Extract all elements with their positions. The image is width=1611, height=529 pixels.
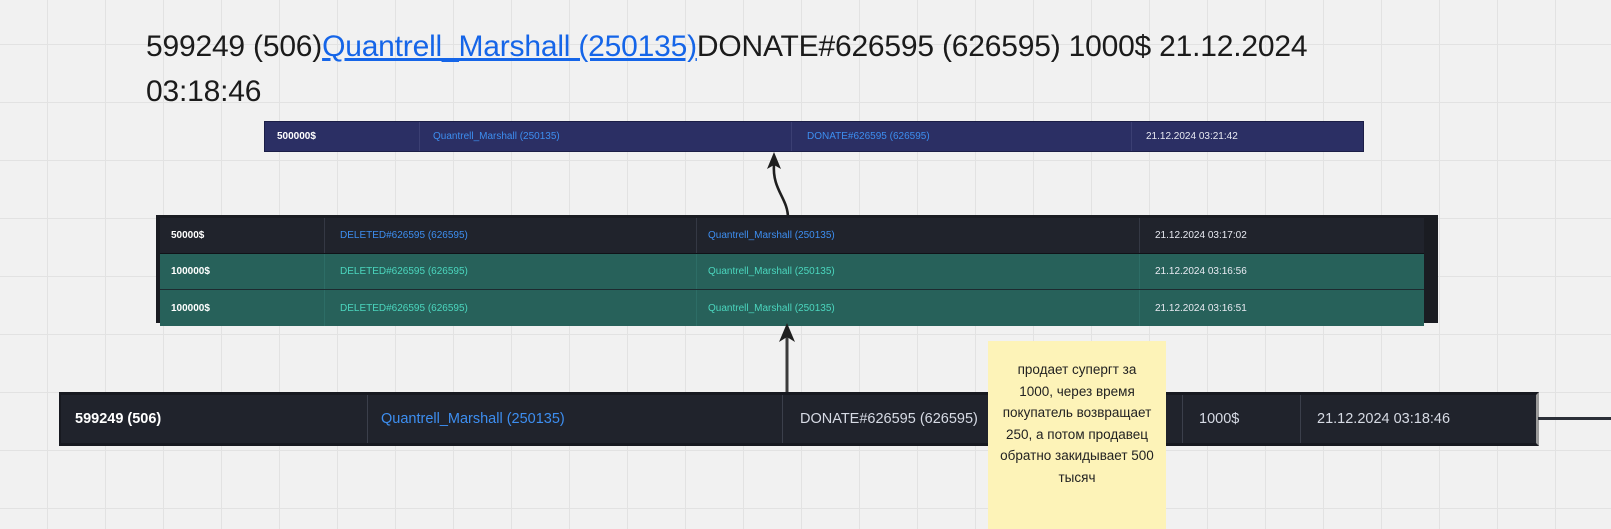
bottom-row-date: 21.12.2024 03:18:46 — [1317, 411, 1451, 427]
bottom-row-item[interactable]: DONATE#626595 (626595) — [783, 395, 1183, 443]
top-row-date: 21.12.2024 03:21:42 — [1146, 131, 1238, 142]
bottom-row-id: 599249 (506) — [61, 395, 368, 443]
page-title: 599249 (506)Quantrell_Marshall (250135)D… — [146, 24, 1406, 114]
mid-row-1-item[interactable]: DELETED#626595 (626595) — [325, 254, 697, 289]
title-part-2: DONATE#626595 (626595) 1000$ 21.12.2024 … — [146, 30, 1308, 108]
straight-arrow-up-icon — [779, 323, 795, 394]
mid-row-0-item[interactable]: DELETED#626595 (626595) — [325, 218, 697, 253]
mid-row-2-item[interactable]: DELETED#626595 (626595) — [325, 290, 697, 326]
mid-row-1-user[interactable]: Quantrell_Marshall (250135) — [697, 254, 1140, 289]
row-continuation-line — [1538, 417, 1611, 420]
curved-arrow-up-icon — [767, 152, 790, 219]
middle-transactions-table: 50000$ DELETED#626595 (626595) Quantrell… — [156, 215, 1438, 326]
table-row[interactable]: 100000$ DELETED#626595 (626595) Quantrel… — [160, 254, 1424, 290]
title-part-1: 599249 (506) — [146, 30, 323, 63]
top-transaction-row[interactable]: 500000$ Quantrell_Marshall (250135) DONA… — [264, 121, 1364, 152]
mid-row-0-amount: 50000$ — [160, 218, 325, 253]
bottom-row-user[interactable]: Quantrell_Marshall (250135) — [368, 395, 783, 443]
table-row[interactable]: 50000$ DELETED#626595 (626595) Quantrell… — [160, 218, 1424, 254]
top-row-user[interactable]: Quantrell_Marshall (250135) — [420, 122, 792, 151]
top-row-item[interactable]: DONATE#626595 (626595) — [792, 122, 1132, 151]
mid-row-2-date: 21.12.2024 03:16:51 — [1155, 302, 1247, 314]
top-row-amount: 500000$ — [265, 122, 420, 151]
bottom-row-price: 1000$ — [1183, 395, 1301, 443]
mid-row-2-user[interactable]: Quantrell_Marshall (250135) — [697, 290, 1140, 326]
mid-row-0-user[interactable]: Quantrell_Marshall (250135) — [697, 218, 1140, 253]
table-row[interactable]: 100000$ DELETED#626595 (626595) Quantrel… — [160, 290, 1424, 326]
mid-row-2-amount: 100000$ — [160, 290, 325, 326]
mid-row-1-amount: 100000$ — [160, 254, 325, 289]
mid-row-1-date: 21.12.2024 03:16:56 — [1155, 266, 1247, 277]
bottom-transaction-row[interactable]: 599249 (506) Quantrell_Marshall (250135)… — [59, 392, 1539, 446]
mid-row-0-date: 21.12.2024 03:17:02 — [1155, 230, 1247, 241]
title-user-link[interactable]: Quantrell_Marshall (250135) — [322, 30, 697, 63]
sticky-note-annotation: продает супергт за 1000, через время пок… — [988, 341, 1166, 529]
